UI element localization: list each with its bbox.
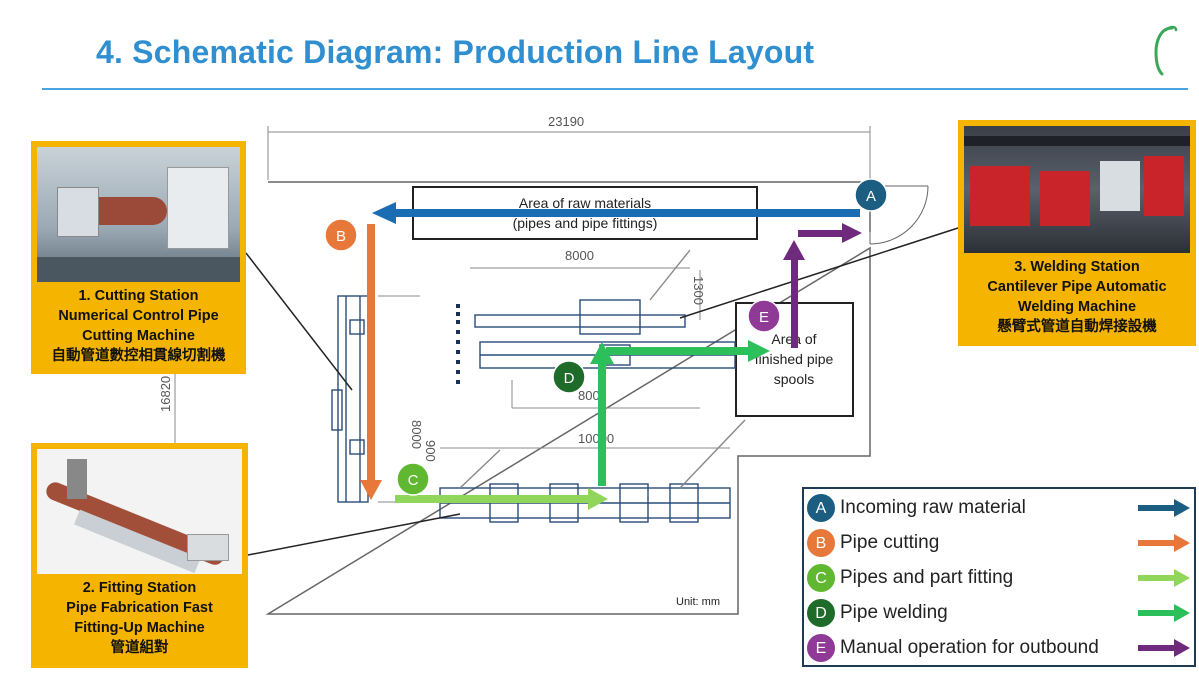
- leader-welding: [679, 227, 959, 319]
- dim-1300: 1300: [691, 276, 706, 305]
- raw-area-line-2: (pipes and pipe fittings): [513, 215, 658, 231]
- legend-label-b: Pipe cutting: [840, 532, 940, 553]
- dim-10000: 10000: [578, 431, 614, 446]
- fitting-machine-photo: [37, 449, 242, 574]
- welding-station-title: 3. Welding Station: [1014, 259, 1140, 275]
- svg-text:D: D: [564, 370, 575, 387]
- finished-area-line-2: finished pipe: [755, 351, 834, 367]
- arrow-e-outbound: [783, 223, 862, 348]
- legend-marker-b: B: [806, 528, 836, 558]
- welding-dotted-marker: [456, 304, 460, 384]
- dim-800: 800: [578, 388, 600, 403]
- raw-area-line-1: Area of raw materials: [519, 195, 651, 211]
- welding-station-line-3: Welding Machine: [1017, 299, 1137, 315]
- legend-arrow-c-icon: [1138, 569, 1190, 587]
- legend-item-e: E Manual operation for outbound: [804, 631, 1194, 665]
- fitting-station-line-3: Fitting-Up Machine: [74, 620, 205, 636]
- legend-label-a: Incoming raw material: [840, 497, 1026, 518]
- marker-d: D: [552, 360, 586, 394]
- arrow-d-welding: [590, 340, 770, 486]
- brand-logo-icon: [1154, 25, 1178, 76]
- svg-text:B: B: [336, 228, 346, 245]
- marker-c: C: [396, 462, 430, 496]
- dim-900: 900: [423, 440, 438, 462]
- legend-arrow-a-icon: [1138, 499, 1190, 517]
- fitting-station-line-4: 管道組對: [110, 640, 169, 656]
- cutting-station-title: 1. Cutting Station: [78, 288, 199, 304]
- dim-8000-left: 8000: [409, 420, 424, 449]
- legend-marker-a: A: [806, 493, 836, 523]
- cutting-station-line-3: Cutting Machine: [82, 328, 195, 344]
- legend-label-e: Manual operation for outbound: [840, 637, 1099, 658]
- legend-arrow-d-icon: [1138, 604, 1190, 622]
- svg-text:C: C: [408, 472, 419, 489]
- cutting-station-line-2: Numerical Control Pipe: [58, 308, 219, 324]
- legend-item-b: B Pipe cutting: [804, 526, 1194, 560]
- legend-label-d: Pipe welding: [840, 602, 948, 623]
- welding-machine-photo: [964, 126, 1190, 253]
- legend-arrow-e-icon: [1138, 639, 1190, 657]
- title-divider: [42, 88, 1188, 90]
- legend-marker-c: C: [806, 563, 836, 593]
- unit-label: Unit: mm: [676, 596, 720, 608]
- fitting-station-line-2: Pipe Fabrication Fast: [66, 600, 213, 616]
- arrow-c-fitting: [395, 488, 608, 510]
- cutting-station-line-4: 自動管道數控相貫線切割機: [51, 348, 226, 364]
- arrow-a-incoming: [372, 202, 860, 224]
- legend: A Incoming raw material B Pipe cutting C…: [802, 487, 1196, 667]
- legend-marker-d: D: [806, 598, 836, 628]
- legend-arrow-b-icon: [1138, 534, 1190, 552]
- cutting-station-card: 1. Cutting Station Numerical Control Pip…: [31, 141, 246, 374]
- dim-overall-width: 23190: [548, 114, 584, 129]
- fitting-station-title: 2. Fitting Station: [82, 580, 197, 596]
- marker-a: A: [854, 178, 888, 212]
- svg-text:A: A: [866, 188, 876, 205]
- marker-b: B: [324, 218, 358, 252]
- dim-8000-top: 8000: [565, 248, 594, 263]
- welding-station-line-2: Cantilever Pipe Automatic: [987, 279, 1167, 295]
- welding-station-line-4: 懸臂式管道自動焊接設機: [997, 319, 1157, 335]
- cutting-machine-drawing: [331, 295, 420, 503]
- svg-text:E: E: [759, 309, 769, 326]
- legend-marker-e: E: [806, 633, 836, 663]
- cutting-machine-photo: [37, 147, 240, 282]
- welding-station-card: 3. Welding Station Cantilever Pipe Autom…: [958, 120, 1196, 346]
- dim-overall-height: 16820: [158, 376, 173, 412]
- marker-e: E: [747, 299, 781, 333]
- page-title: 4. Schematic Diagram: Production Line La…: [96, 34, 815, 70]
- fitting-station-card: 2. Fitting Station Pipe Fabrication Fast…: [31, 443, 248, 668]
- legend-item-a: A Incoming raw material: [804, 491, 1194, 525]
- legend-item-c: C Pipes and part fitting: [804, 561, 1194, 595]
- leader-fitting: [247, 513, 461, 556]
- legend-label-c: Pipes and part fitting: [840, 567, 1014, 588]
- leader-cutting: [245, 252, 353, 391]
- legend-item-d: D Pipe welding: [804, 596, 1194, 630]
- finished-area-line-3: spools: [774, 371, 814, 387]
- arrow-b-cutting: [360, 224, 382, 500]
